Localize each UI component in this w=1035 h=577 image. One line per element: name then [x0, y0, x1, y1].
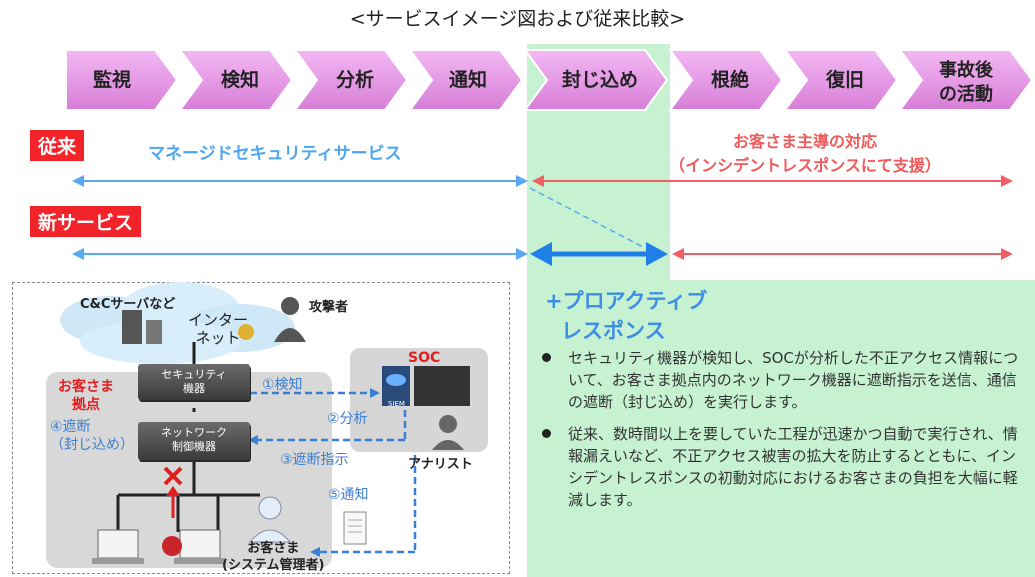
- attacker-label: 攻撃者: [309, 300, 349, 315]
- analyst-label: アナリスト: [408, 457, 473, 472]
- report-document-icon: [343, 511, 367, 545]
- step-chevron-8: 事故後 の活動: [898, 49, 1034, 111]
- step-chevron-4: 通知: [408, 49, 524, 111]
- bullet-dot-icon: [542, 353, 551, 362]
- security-device-line2: 機器: [183, 382, 205, 395]
- new-service-label: 新サービス: [30, 206, 142, 237]
- step-chevron-2: 検知: [178, 49, 294, 111]
- gear-icon: [238, 324, 254, 340]
- block-instruction-arrow: [248, 410, 407, 445]
- page-title: <サービスイメージ図および従来比較>: [349, 8, 686, 30]
- proactive-title-line1: +プロアクティブ: [545, 289, 708, 313]
- step-label: 分析: [336, 68, 374, 91]
- customer-site-line1: お客さま: [58, 379, 114, 395]
- server-icon: [122, 310, 162, 344]
- step-analyze-label: ②分析: [327, 411, 368, 427]
- step-chevron-5: 封じ込め: [523, 49, 669, 111]
- proactive-panel: [527, 280, 1035, 577]
- step-label: 根絶: [711, 68, 749, 91]
- bullet-text: 従来、数時間以上を要していた工程が迅速かつ自動で実行され、情報漏えいなど、不正ア…: [568, 425, 1018, 509]
- new-containment-arrow: [530, 242, 668, 266]
- step-block-instruction-label: ③遮断指示: [280, 452, 349, 468]
- new-managed-arrow: [72, 248, 528, 260]
- proactive-title-line2: レスポンス: [561, 319, 666, 343]
- internet-label-line1: インター: [188, 311, 249, 329]
- detect-arrow: [250, 388, 380, 398]
- conventional-customer-arrow: [532, 175, 1013, 187]
- step-block-line2: （封じ込め）: [50, 437, 134, 453]
- step-block-line1: ④遮断: [50, 419, 91, 435]
- infected-laptop-icon: [162, 529, 226, 564]
- customer-response-text: お客さま主導の対応 （インシデントレスポンスにて支援）: [650, 130, 960, 178]
- step-label: 検知: [221, 68, 259, 91]
- bullet-item: 従来、数時間以上を要していた工程が迅速かつ自動で実行され、情報漏えいなど、不正ア…: [540, 423, 1028, 511]
- service-diagram-frame: [12, 282, 510, 574]
- laptop-icon: [92, 529, 144, 564]
- step-label: 監視: [93, 68, 131, 91]
- customer-response-line1: お客さま主導の対応: [732, 132, 877, 151]
- analyst-icon: [432, 415, 464, 450]
- shift-dashed-line: [529, 187, 646, 249]
- new-customer-arrow: [672, 248, 1013, 260]
- soc-screen-icon: [414, 366, 470, 406]
- process-flow: 監視 検知 分析 通知 封じ込め 根絶 復旧 事故後 の活動: [65, 49, 1034, 266]
- conventional-label: 従来: [30, 130, 85, 161]
- feature-bullet-list: セキュリティ機器が検知し、SOCが分析した不正アクセス情報について、お客さま拠点…: [540, 347, 1028, 521]
- step-label: 事故後: [939, 59, 994, 81]
- attacker-icon: [274, 297, 306, 342]
- step-chevron-6: 根絶: [668, 49, 784, 111]
- bullet-item: セキュリティ機器が検知し、SOCが分析した不正アクセス情報について、お客さま拠点…: [540, 347, 1028, 413]
- admin-label: お客さま (システム管理者): [222, 540, 325, 574]
- security-device-line1: セキュリティ: [161, 368, 227, 381]
- step-chevron-7: 復旧: [783, 49, 899, 111]
- customer-response-line2: （インシデントレスポンスにて支援）: [669, 156, 941, 175]
- internet-label: インター ネット: [188, 311, 248, 347]
- step-notify-label: ⑤通知: [328, 487, 369, 503]
- step-label: 封じ込め: [562, 68, 638, 91]
- bullet-text: セキュリティ機器が検知し、SOCが分析した不正アクセス情報について、お客さま拠点…: [568, 349, 1019, 411]
- bullet-dot-icon: [542, 429, 551, 438]
- admin-label-line2: (システム管理者): [222, 558, 325, 573]
- network-device-line2: 制御機器: [172, 440, 216, 453]
- blocked-x-icon: [163, 466, 183, 518]
- admin-label-line1: お客さま: [247, 541, 300, 556]
- cc-server-label: C&Cサーバなど: [80, 297, 176, 312]
- security-device: セキュリティ 機器: [138, 364, 250, 400]
- step-label: 通知: [449, 68, 487, 91]
- network-control-device: ネットワーク 制御機器: [138, 422, 250, 460]
- admin-icon: [248, 496, 292, 543]
- step-detect-label: ①検知: [262, 377, 303, 393]
- conventional-managed-arrow: [72, 175, 528, 187]
- managed-service-text: マネージドセキュリティサービス: [148, 144, 402, 164]
- step-chevron-1: 監視: [65, 49, 179, 111]
- step-chevron-3: 分析: [293, 49, 409, 111]
- internet-label-line2: ネット: [195, 329, 241, 347]
- customer-site-label: お客さま 拠点: [58, 378, 114, 414]
- siem-label: SIEM: [388, 400, 405, 408]
- step-label: の活動: [939, 83, 993, 105]
- step-block-label: ④遮断 （封じ込め）: [50, 418, 134, 454]
- proactive-title: +プロアクティブ レスポンス: [545, 286, 707, 346]
- customer-site-line2: 拠点: [72, 397, 100, 413]
- network-device-line1: ネットワーク: [161, 426, 227, 439]
- notify-arrow: [310, 455, 417, 557]
- siem-icon: [382, 366, 410, 406]
- network-diagram: [60, 282, 470, 564]
- step-label: 復旧: [825, 68, 864, 91]
- soc-label: SOC: [408, 350, 441, 366]
